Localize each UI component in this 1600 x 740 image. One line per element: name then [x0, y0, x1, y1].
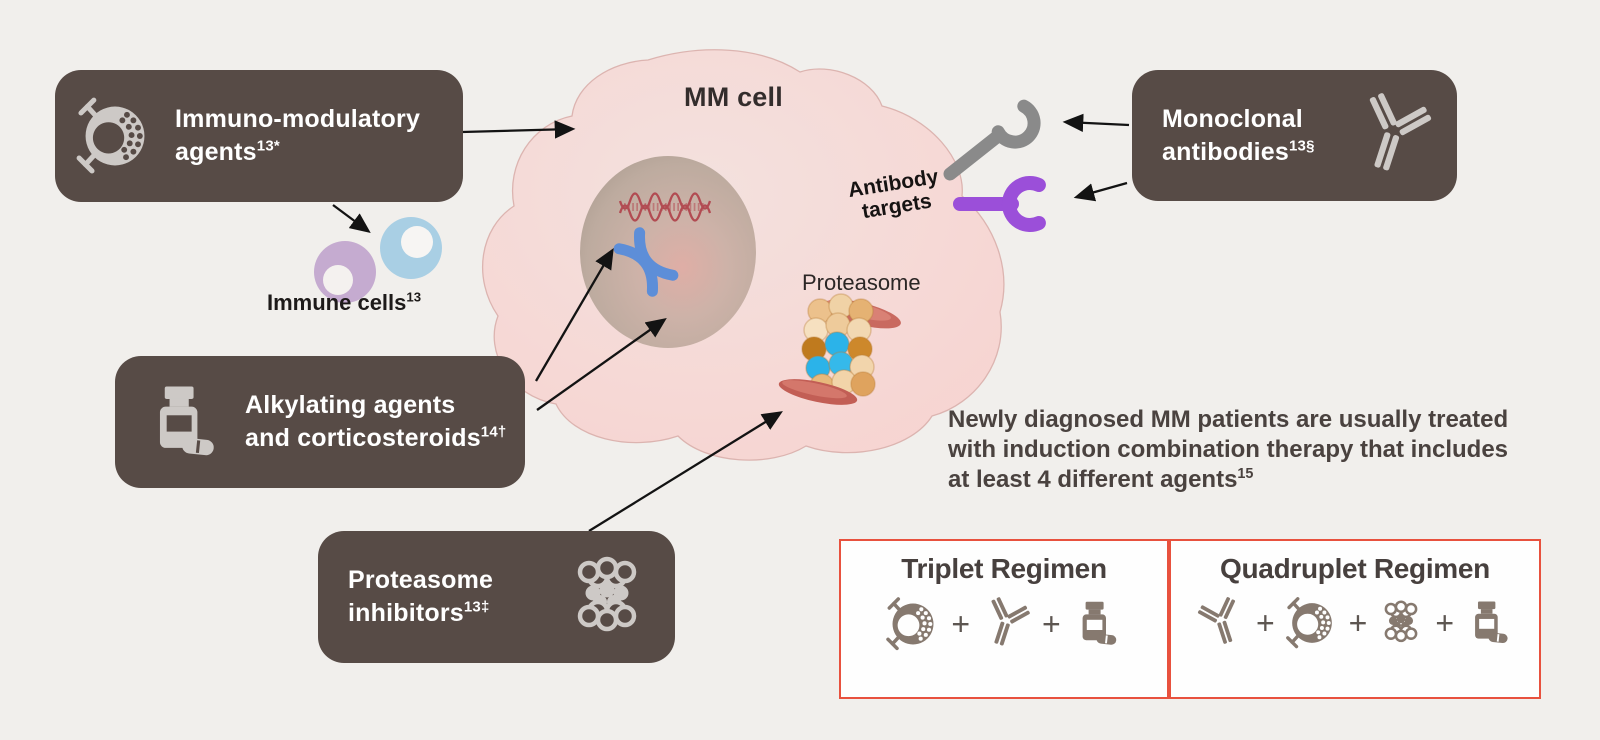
plus-sign: +: [951, 606, 970, 642]
proteasome-structure: [778, 293, 901, 405]
immuno-cell-icon: [69, 90, 161, 182]
pill-bottle-icon: [1475, 601, 1509, 644]
arrow-alkylating-to-nucleus-1: [535, 248, 614, 382]
monoclonal-antibodies-label: Monoclonal antibodies13§: [1162, 104, 1315, 166]
proteasome-inhibitors-box: Proteasome inhibitors13‡: [318, 531, 675, 663]
arrow-mab-to-gray-receptor: [1062, 113, 1130, 133]
immuno-modulatory-label: Immuno-modulatory agents13*: [175, 105, 421, 166]
antibody-icon: [978, 594, 1033, 651]
monoclonal-antibodies-box: Monoclonal antibodies13§: [1132, 70, 1457, 201]
immuno-cell-icon: [886, 597, 936, 651]
proteasome-icon: [1384, 600, 1418, 643]
antibody-icon: [1195, 594, 1248, 649]
dna-helix: [618, 192, 712, 222]
antibody-icon: [1349, 88, 1436, 179]
arrow-proteasome-inhibitor: [588, 411, 783, 532]
proteasome-label: Proteasome: [802, 270, 921, 295]
chromosome: [613, 227, 679, 297]
proteasome-inhibitors-label: Proteasome inhibitors13‡: [348, 566, 494, 627]
arrow-mab-to-purple-receptor: [1073, 181, 1128, 202]
pill-bottle-icon: [159, 386, 215, 456]
alkylating-agents-label: Alkylating agents and corticosteroids14†: [245, 391, 507, 452]
arrow-alkylating-to-nucleus-2: [536, 318, 667, 411]
arrow-immuno-to-cell: [461, 120, 576, 139]
immuno-modulatory-box: Immuno-modulatory agents13*: [55, 70, 463, 202]
pill-bottle-icon: [1082, 601, 1117, 646]
mm-cell-label: MM cell: [684, 82, 783, 112]
plus-sign: +: [1042, 606, 1061, 642]
quadruplet-regimen-box: Quadruplet Regimen + + +: [1169, 539, 1541, 699]
immune-cell-blue: [380, 217, 442, 279]
nucleus: [580, 156, 756, 348]
triplet-regimen-box: Triplet Regimen + +: [839, 539, 1169, 699]
plus-sign: +: [1348, 605, 1368, 641]
immuno-cell-icon: [1285, 597, 1334, 649]
quadruplet-regimen-icons: + + +: [1192, 592, 1518, 654]
immune-cells-label: Immune cells13: [267, 289, 422, 315]
plus-sign: +: [1255, 605, 1275, 641]
triplet-regimen-icons: + +: [881, 592, 1126, 656]
arrows: [332, 113, 1130, 532]
receptor-purple: [953, 176, 1046, 232]
proteasome-icon: [557, 547, 657, 647]
quadruplet-regimen-title: Quadruplet Regimen: [1220, 553, 1490, 584]
immune-cell-purple: [314, 241, 376, 303]
arrow-immuno-to-immune-cells: [332, 204, 371, 234]
alkylating-agents-box: Alkylating agents and corticosteroids14†: [115, 356, 525, 488]
triplet-regimen-title: Triplet Regimen: [901, 553, 1107, 584]
induction-therapy-note: Newly diagnosed MM patients are usually …: [948, 406, 1509, 493]
plus-sign: +: [1435, 605, 1455, 641]
receptor-gray: [943, 99, 1041, 181]
